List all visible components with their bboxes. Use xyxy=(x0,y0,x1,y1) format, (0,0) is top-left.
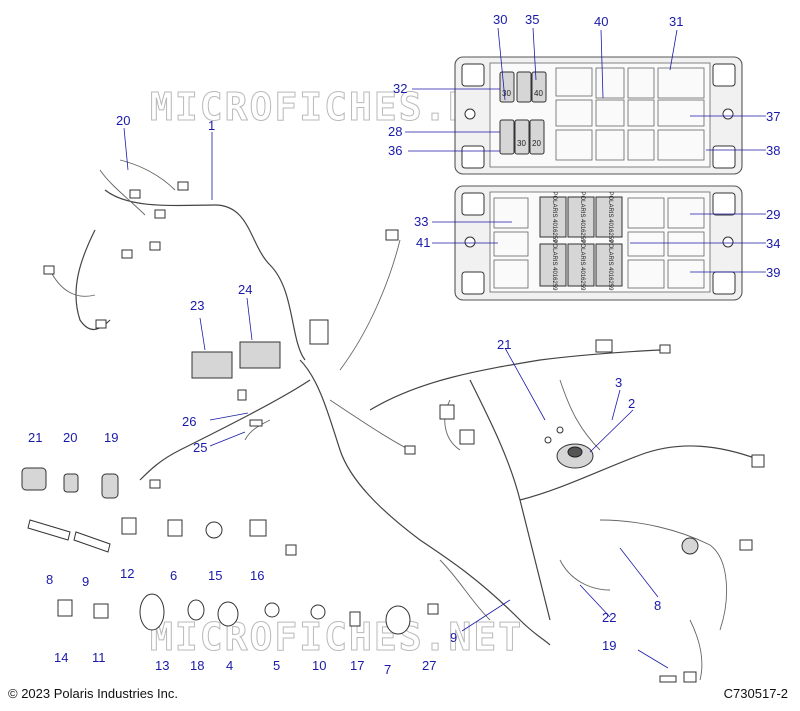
callout-1: 1 xyxy=(208,118,215,133)
callout-17: 17 xyxy=(350,658,364,673)
relay-6: POLARIS 4016259 xyxy=(595,239,623,291)
callout-31: 31 xyxy=(669,14,683,29)
fuse-40 xyxy=(531,71,547,103)
callout-30: 30 xyxy=(493,12,507,27)
callout-36: 36 xyxy=(388,143,402,158)
fuse-label-40: 40 xyxy=(534,89,543,98)
callout-41: 41 xyxy=(416,235,430,250)
relay-connector-23 xyxy=(191,351,233,379)
svg-text:POLARIS 4016259: POLARIS 4016259 xyxy=(551,191,557,243)
callout-4: 4 xyxy=(226,658,233,673)
callouts: 1 2 3 4 5 6 7 8 8 9 9 10 11 12 13 14 15 … xyxy=(28,12,780,677)
fuse-label-20: 20 xyxy=(532,139,541,148)
main-harness xyxy=(49,159,551,646)
callout-34: 34 xyxy=(766,236,780,251)
callout-14: 14 xyxy=(54,650,68,665)
callout-40: 40 xyxy=(594,14,608,29)
callout-19-left: 19 xyxy=(104,430,118,445)
callout-21-left: 21 xyxy=(28,430,42,445)
callout-33: 33 xyxy=(414,214,428,229)
relay-connector-24 xyxy=(239,341,281,369)
callout-7: 7 xyxy=(384,662,391,677)
callout-11: 11 xyxy=(92,650,106,665)
figure-id: C730517-2 xyxy=(723,686,788,701)
callout-23: 23 xyxy=(190,298,204,313)
callout-24: 24 xyxy=(238,282,252,297)
callout-29: 29 xyxy=(766,207,780,222)
callout-8-right: 8 xyxy=(654,598,661,613)
callout-10: 10 xyxy=(312,658,326,673)
svg-text:POLARIS 4016259: POLARIS 4016259 xyxy=(579,191,585,243)
relay-1: POLARIS 4016259 xyxy=(539,191,567,243)
svg-text:POLARIS 4016259: POLARIS 4016259 xyxy=(551,239,557,291)
callout-27: 27 xyxy=(422,658,436,673)
svg-text:POLARIS 4016259: POLARIS 4016259 xyxy=(607,191,613,243)
relay-5: POLARIS 4016259 xyxy=(567,239,595,291)
svg-text:POLARIS 4016259: POLARIS 4016259 xyxy=(579,239,585,291)
rear-harness xyxy=(369,349,761,681)
callout-9-right: 9 xyxy=(450,630,457,645)
callout-20-left: 20 xyxy=(63,430,77,445)
fuse-label-30b: 30 xyxy=(517,139,526,148)
callout-3: 3 xyxy=(615,375,622,390)
fuse-30-top xyxy=(499,71,515,103)
fuse-20 xyxy=(529,119,545,155)
callout-15: 15 xyxy=(208,568,222,583)
callout-12: 12 xyxy=(120,566,134,581)
callout-9-left: 9 xyxy=(82,574,89,589)
callout-37: 37 xyxy=(766,109,780,124)
fuse-label-30: 30 xyxy=(502,89,511,98)
callout-20-top: 20 xyxy=(116,113,130,128)
callout-26: 26 xyxy=(182,414,196,429)
callout-2: 2 xyxy=(628,396,635,411)
callout-6: 6 xyxy=(170,568,177,583)
copyright-text: © 2023 Polaris Industries Inc. xyxy=(8,686,178,701)
watermark-bottom: MICROFICHES.NET xyxy=(150,615,523,659)
callout-8-left: 8 xyxy=(46,572,53,587)
callout-38: 38 xyxy=(766,143,780,158)
callout-13: 13 xyxy=(155,658,169,673)
fuse-30-bottom xyxy=(514,119,530,155)
loose-parts xyxy=(21,389,699,683)
harness-connectors xyxy=(43,181,765,683)
callout-28: 28 xyxy=(388,124,402,139)
callout-5: 5 xyxy=(273,658,280,673)
relay-4: POLARIS 4016259 xyxy=(539,239,567,291)
callout-22: 22 xyxy=(602,610,616,625)
callout-19-right: 19 xyxy=(602,638,616,653)
callout-16: 16 xyxy=(250,568,264,583)
callout-21-right: 21 xyxy=(497,337,511,352)
callout-32: 32 xyxy=(393,81,407,96)
relay-3: POLARIS 4016259 xyxy=(595,191,623,243)
callout-35: 35 xyxy=(525,12,539,27)
svg-text:POLARIS 4016259: POLARIS 4016259 xyxy=(607,239,613,291)
fuse-box-lower: POLARIS 4016259 POLARIS 4016259 POLARIS … xyxy=(454,185,743,301)
relay-2: POLARIS 4016259 xyxy=(567,191,595,243)
leader-lines xyxy=(123,27,766,669)
callout-25: 25 xyxy=(193,440,207,455)
callout-18: 18 xyxy=(190,658,204,673)
fuse-box-upper: 30 40 30 20 xyxy=(454,56,743,175)
callout-39: 39 xyxy=(766,265,780,280)
